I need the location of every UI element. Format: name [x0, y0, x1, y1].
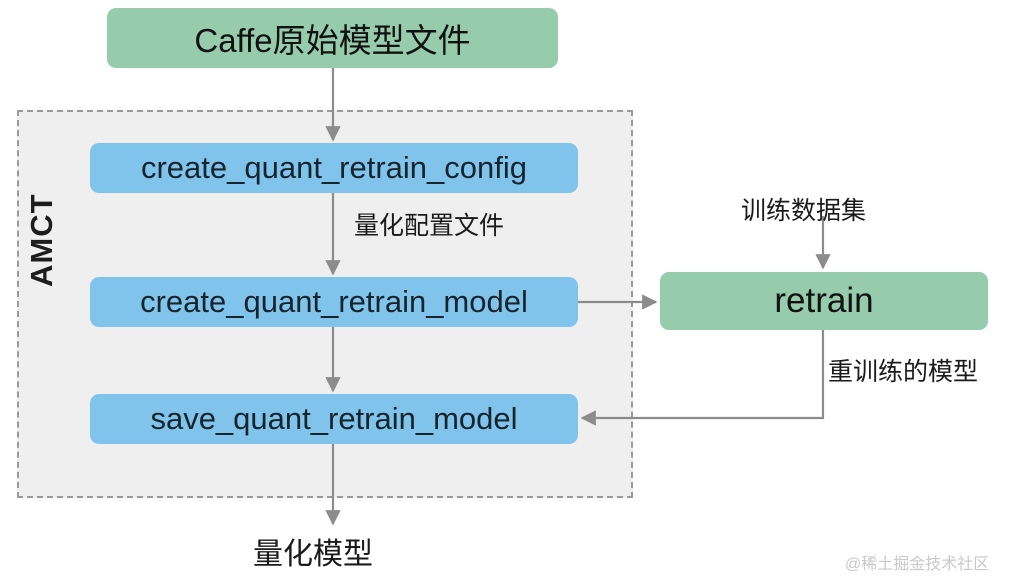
node-retrain[interactable]: retrain: [660, 272, 988, 330]
edge-label-train-dataset: 训练数据集: [741, 197, 867, 225]
node-save-quant-retrain-model[interactable]: save_quant_retrain_model: [90, 394, 578, 444]
node-caffe-source-model[interactable]: Caffe原始模型文件: [107, 8, 558, 68]
amct-container-border: [17, 110, 633, 498]
edge-label-quant-model: 量化模型: [253, 538, 373, 571]
node-create-quant-retrain-config[interactable]: create_quant_retrain_config: [90, 143, 578, 193]
edge-label-quant-config-file: 量化配置文件: [354, 212, 505, 240]
edge-label-retrained-model: 重训练的模型: [828, 358, 979, 386]
watermark-text: @稀土掘金技术社区: [845, 556, 990, 573]
node-create-quant-retrain-model[interactable]: create_quant_retrain_model: [90, 277, 578, 327]
edge-retrain-to-save: [580, 330, 825, 426]
